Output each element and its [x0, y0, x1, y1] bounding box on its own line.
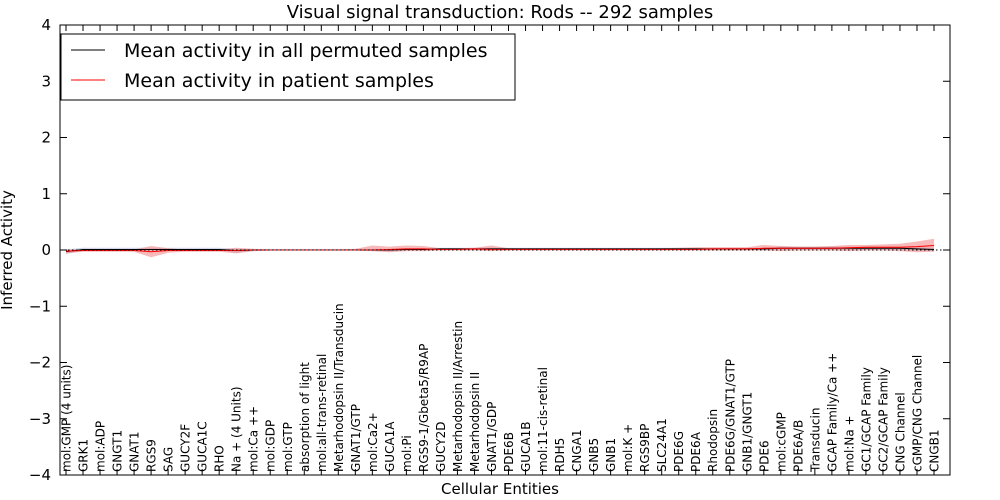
- x-tick-label: mol:Na +: [842, 415, 856, 472]
- x-tick-label: mol:Pi: [400, 435, 414, 472]
- x-tick-label: Na + (4 Units): [230, 386, 244, 472]
- x-tick-label: mol:all-trans-retinal: [315, 354, 329, 472]
- x-tick-label: GUCY2D: [434, 422, 448, 472]
- x-tick-label: RGS9BP: [638, 424, 652, 472]
- x-axis-ticks: [65, 25, 935, 475]
- x-tick-label: PDE6G: [672, 431, 686, 472]
- x-tick-label: mol:GDP: [264, 420, 278, 472]
- x-tick-label: RGS9: [145, 439, 159, 472]
- y-axis-ticks: −4 −3 −2 −1 0 1 2 3 4: [29, 16, 950, 484]
- x-tick-label: RDH5: [553, 438, 567, 472]
- x-tick-label: Metarhodopsin II/Arrestin: [451, 321, 465, 472]
- x-tick-label: GCAP Family/Ca ++: [825, 353, 839, 472]
- x-tick-label: GUCA1B: [519, 421, 533, 472]
- y-axis-label: Inferred Activity: [0, 190, 16, 310]
- x-tick-label: GRK1: [77, 439, 91, 472]
- x-tick-label: cGMP/CNG Channel: [910, 355, 924, 472]
- legend-label-patient: Mean activity in patient samples: [124, 70, 434, 92]
- x-tick-label: mol:GTP: [281, 422, 295, 472]
- y-tick-label: −2: [29, 354, 51, 372]
- x-tick-label: GNB5: [587, 438, 601, 472]
- x-tick-label: PDE6G/GNAT1/GTP: [723, 359, 737, 472]
- series-lines: [65, 245, 935, 253]
- x-tick-label: GNGT1: [111, 430, 125, 472]
- legend-label-permuted: Mean activity in all permuted samples: [124, 40, 487, 62]
- y-tick-label: −3: [29, 410, 51, 428]
- x-tick-label: CNGB1: [928, 429, 942, 472]
- y-tick-label: 2: [41, 129, 51, 147]
- x-tick-label: GC1/GCAP Family: [859, 367, 873, 472]
- x-tick-label: mol:GMP (4 units): [60, 365, 74, 472]
- x-tick-label: GC2/GCAP Family: [876, 367, 890, 472]
- x-tick-label: PDE6A: [689, 431, 703, 472]
- x-tick-label: GUCY2F: [179, 424, 193, 472]
- band-patient: [66, 238, 934, 258]
- x-tick-label: CNG Channel: [893, 392, 907, 472]
- y-tick-label: −1: [29, 297, 51, 315]
- legend-box: [60, 33, 516, 101]
- x-tick-label: mol:Ca ++: [247, 406, 261, 472]
- chart-title: Visual signal transduction: Rods -- 292 …: [287, 2, 714, 23]
- x-tick-label: GNAT1/GTP: [349, 404, 363, 472]
- x-tick-label: SLC24A1: [655, 418, 669, 472]
- x-tick-label: Metarhodopsin II: [468, 372, 482, 472]
- y-tick-label: 3: [41, 72, 51, 90]
- x-tick-label: SAG: [162, 447, 176, 472]
- legend: Mean activity in all permuted samples Me…: [60, 33, 516, 101]
- x-tick-label: GNAT1: [128, 431, 142, 472]
- x-tick-label: GUCA1A: [383, 421, 397, 472]
- x-tick-label: mol:11-cis-retinal: [536, 367, 550, 472]
- y-tick-label: 1: [41, 185, 51, 203]
- x-tick-label: Transducin: [808, 408, 822, 473]
- x-tick-label: GUCA1C: [196, 421, 210, 472]
- y-tick-label: 4: [41, 16, 51, 34]
- y-tick-label: −4: [29, 466, 51, 484]
- x-tick-label: RHO: [213, 445, 227, 472]
- x-tick-label: PDE6B: [502, 432, 516, 472]
- x-tick-label: GNB1: [604, 438, 618, 472]
- x-tick-label: mol:cGMP: [774, 412, 788, 472]
- x-tick-label: mol:Ca2+: [366, 412, 380, 472]
- x-tick-label: mol:K +: [621, 424, 635, 472]
- x-tick-label: PDE6: [757, 440, 771, 472]
- x-tick-label: GNAT1/GDP: [485, 402, 499, 472]
- line-patient: [65, 245, 935, 253]
- x-tick-label: GNB1/GNGT1: [740, 392, 754, 472]
- x-axis-label: Cellular Entities: [441, 480, 559, 498]
- x-tick-label: Metarhodopsin II/Transducin: [332, 303, 346, 472]
- x-tick-label: Rhodopsin: [706, 409, 720, 472]
- x-tick-label: absorption of light: [298, 362, 312, 472]
- x-tick-label: PDE6A/B: [791, 420, 805, 472]
- y-tick-label: 0: [41, 241, 51, 259]
- x-tick-label: mol:ADP: [94, 421, 108, 472]
- x-tick-label: CNGA1: [570, 430, 584, 473]
- x-tick-label: RGS9-1/Gbeta5/R9AP: [417, 344, 431, 472]
